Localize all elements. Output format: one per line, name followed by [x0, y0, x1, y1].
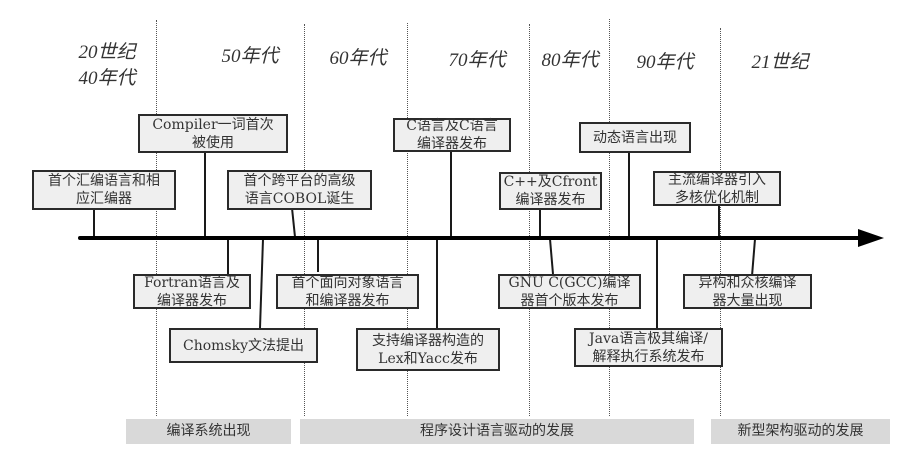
- era-label-1980s: 80年代: [541, 50, 599, 71]
- connector: [259, 238, 264, 329]
- era-label-1960s: 60年代: [329, 48, 387, 69]
- event-first-oo-language: 首个面向对象语言 和编译器发布: [276, 274, 419, 309]
- era-divider: [304, 24, 305, 416]
- event-lex-yacc-released: 支持编译器构造的 Lex和Yacc发布: [356, 328, 500, 371]
- event-java-released: Java语言极其编译/ 解释执行系统发布: [574, 328, 723, 367]
- era-label-1970s: 70年代: [448, 50, 506, 71]
- connector: [751, 238, 756, 277]
- timeline-arrow-icon: [858, 229, 884, 247]
- era-label-21st-century: 21世纪: [751, 52, 809, 73]
- era-divider: [156, 20, 157, 416]
- era-label-1990s: 90年代: [636, 52, 694, 73]
- era-divider: [529, 24, 530, 416]
- connector: [291, 207, 296, 238]
- era-divider: [407, 23, 408, 416]
- era-label-1950s: 50年代: [221, 46, 279, 67]
- event-compiler-term-first-used: Compiler一词首次 被使用: [138, 114, 288, 153]
- timeline-axis: [78, 236, 864, 240]
- phase-architecture-driven-development: 新型架构驱动的发展: [711, 419, 890, 444]
- event-c-language-released: C语言及C语言 编译器发布: [393, 118, 511, 152]
- event-fortran-released: Fortran语言及 编译器发布: [133, 274, 251, 309]
- event-multicore-optimization: 主流编译器引入 多核优化机制: [653, 171, 781, 206]
- phase-compiler-systems-emerge: 编译系统出现: [126, 419, 291, 444]
- era-divider: [720, 28, 721, 416]
- event-heterogeneous-compilers: 异构和众核编译 器大量出现: [683, 274, 812, 309]
- event-gcc-first-release: GNU C(GCC)编译 器首个版本发布: [498, 274, 641, 309]
- event-chomsky-grammar: Chomsky文法提出: [169, 328, 318, 363]
- event-cobol-born: 首个跨平台的高级 语言COBOL诞生: [227, 170, 372, 210]
- connector: [549, 238, 554, 275]
- event-dynamic-languages: 动态语言出现: [579, 122, 691, 153]
- era-label-1940s: 20世纪 40年代: [78, 42, 136, 89]
- event-cpp-cfront-released: C++及Cfront 编译器发布: [499, 172, 602, 210]
- phase-language-driven-development: 程序设计语言驱动的发展: [300, 419, 694, 444]
- era-divider: [609, 19, 610, 416]
- event-first-assembly-language: 首个汇编语言和相 应汇编器: [32, 170, 176, 210]
